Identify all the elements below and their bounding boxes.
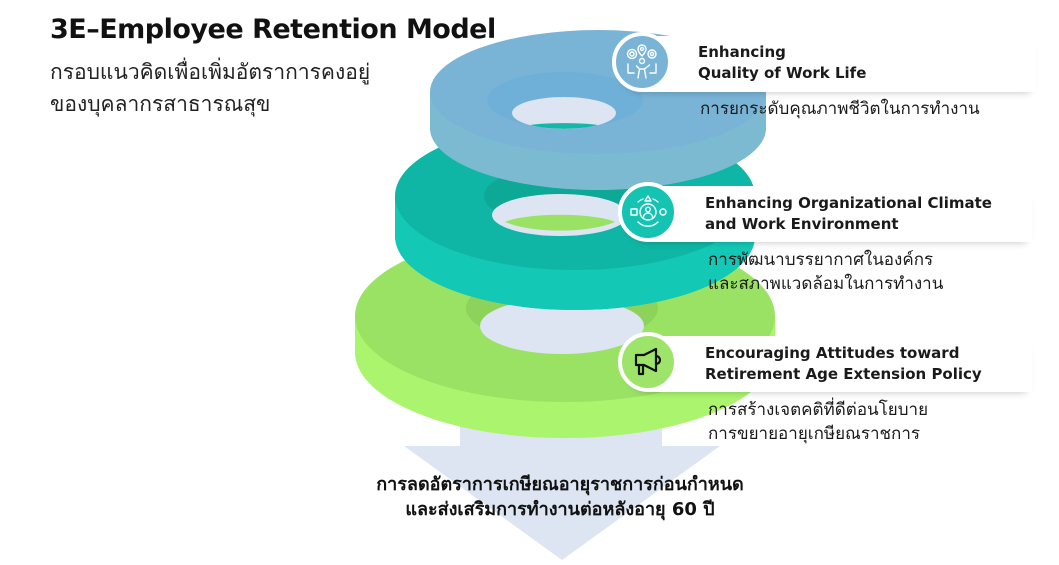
page-subtitle: กรอบแนวคิดเพื่อเพิ่มอัตราการคงอยู่ ของบุ…	[50, 56, 370, 120]
subtitle-line-1: กรอบแนวคิดเพื่อเพิ่มอัตราการคงอยู่	[50, 60, 371, 84]
page-title: 3E–Employee Retention Model	[50, 14, 496, 45]
layer-card-retirement-attitudes	[622, 336, 1032, 392]
layer-subtitle-organizational-climate: การพัฒนาบรรยากาศในองค์กร และสภาพแวดล้อมใ…	[708, 250, 944, 294]
layer-card-organizational-climate	[622, 186, 1032, 242]
layer-subtitle-retirement-attitudes: การสร้างเจตคติที่ดีต่อนโยบาย การขยายอายุ…	[708, 400, 929, 444]
people-goals-icon	[626, 44, 657, 79]
subtitle-line-2: ของบุคลากรสาธารณสุข	[50, 92, 271, 116]
team-process-gear-icon	[630, 195, 667, 227]
layer-icon-badge-quality-of-work-life	[612, 32, 672, 92]
outcome-line-1: การลดอัตราการเกษียณอายุราชการก่อนกำหนด	[376, 474, 744, 495]
layer-subtitle-quality-of-work-life: การยกระดับคุณภาพชีวิตในการทำงาน	[700, 99, 980, 119]
layer-title-retirement-attitudes: Encouraging Attitudes toward Retirement …	[705, 344, 982, 383]
layer-icon-badge-retirement-attitudes	[618, 332, 678, 392]
layer-icon-badge-organizational-climate	[618, 182, 678, 242]
outcome-arrow	[404, 400, 720, 560]
layer-title-quality-of-work-life: Enhancing Quality of Work Life	[698, 43, 867, 82]
outcome-statement: การลดอัตราการเกษียณอายุราชการก่อนกำหนด แ…	[300, 472, 820, 522]
layer-card-quality-of-work-life	[616, 36, 1036, 92]
outcome-line-2: และส่งเสริมการทำงานต่อหลังอายุ 60 ปี	[405, 499, 715, 520]
megaphone-icon	[634, 347, 662, 376]
layer-title-organizational-climate: Enhancing Organizational Climate and Wor…	[705, 194, 992, 233]
